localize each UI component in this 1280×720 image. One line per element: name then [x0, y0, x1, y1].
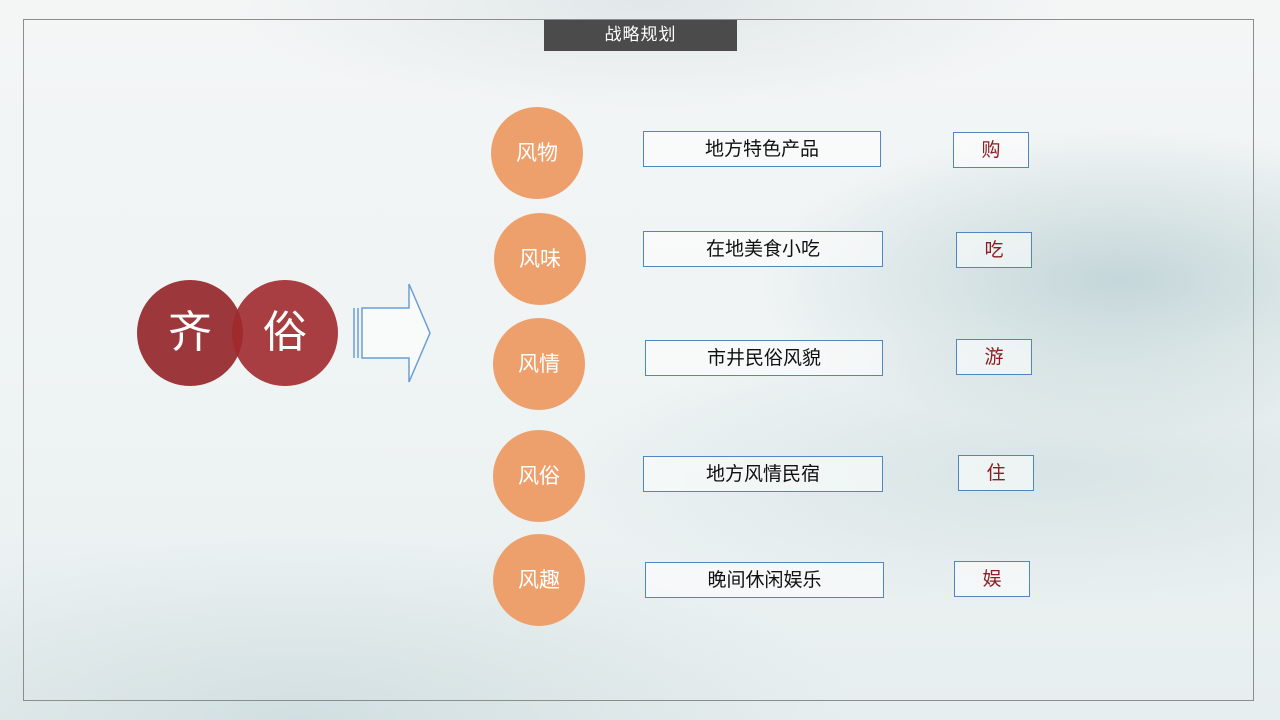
description-box-2: 在地美食小吃 [643, 231, 883, 267]
slide-title: 战略规划 [544, 20, 737, 51]
description-box-3: 市井民俗风貌 [645, 340, 883, 376]
activity-tag-2: 吃 [956, 232, 1032, 268]
right-arrow-icon [353, 283, 431, 383]
activity-tag-1: 购 [953, 132, 1029, 168]
hub-circle-left: 齐 [137, 280, 243, 386]
category-circle-5: 风趣 [493, 534, 585, 626]
activity-tag-4: 住 [958, 455, 1034, 491]
description-box-4: 地方风情民宿 [643, 456, 883, 492]
category-circle-4: 风俗 [493, 430, 585, 522]
category-circle-1: 风物 [491, 107, 583, 199]
activity-tag-3: 游 [956, 339, 1032, 375]
activity-tag-5: 娱 [954, 561, 1030, 597]
description-box-1: 地方特色产品 [643, 131, 881, 167]
category-circle-3: 风情 [493, 318, 585, 410]
hub-circle-right: 俗 [232, 280, 338, 386]
description-box-5: 晚间休闲娱乐 [645, 562, 884, 598]
slide-frame [23, 19, 1254, 701]
category-circle-2: 风味 [494, 213, 586, 305]
